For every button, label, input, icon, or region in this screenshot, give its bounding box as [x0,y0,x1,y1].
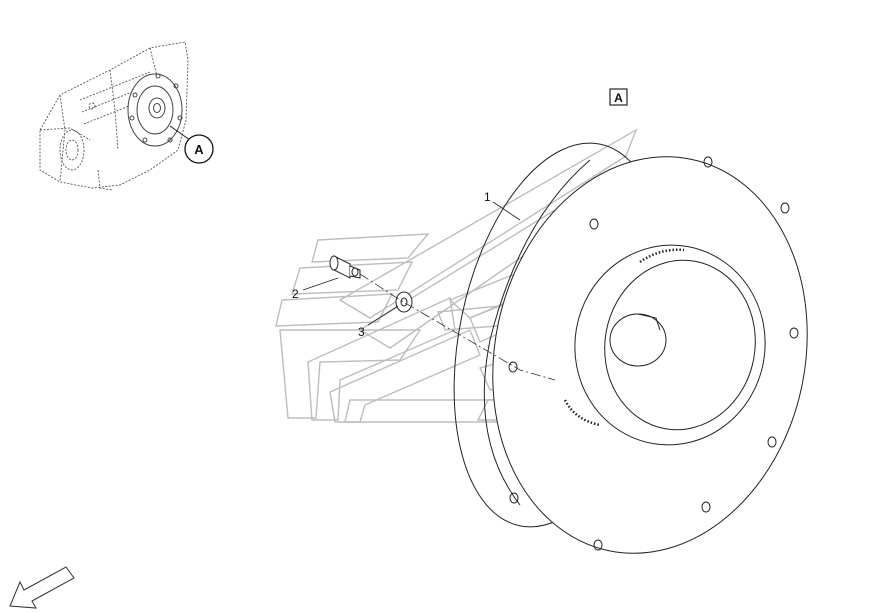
washer-part [395,291,413,313]
leader-1 [492,201,521,221]
bolt-part [329,255,361,279]
leader-2 [302,277,339,291]
part-number-3: 3 [358,325,365,339]
orientation-arrow-icon [9,566,75,609]
leader-3 [367,305,399,326]
part-number-2: 2 [292,287,299,301]
inset-overview [39,41,189,191]
part-number-1: 1 [484,190,491,204]
inset-flywheel [127,73,183,147]
view-label-box [609,88,628,106]
inset-callout-circle [184,134,214,164]
inset-callout-leader [169,125,191,141]
view-label: A [614,91,623,105]
inset-callout-label: A [194,142,204,157]
assembly-axis-line [359,273,556,381]
disc-part [453,142,808,554]
